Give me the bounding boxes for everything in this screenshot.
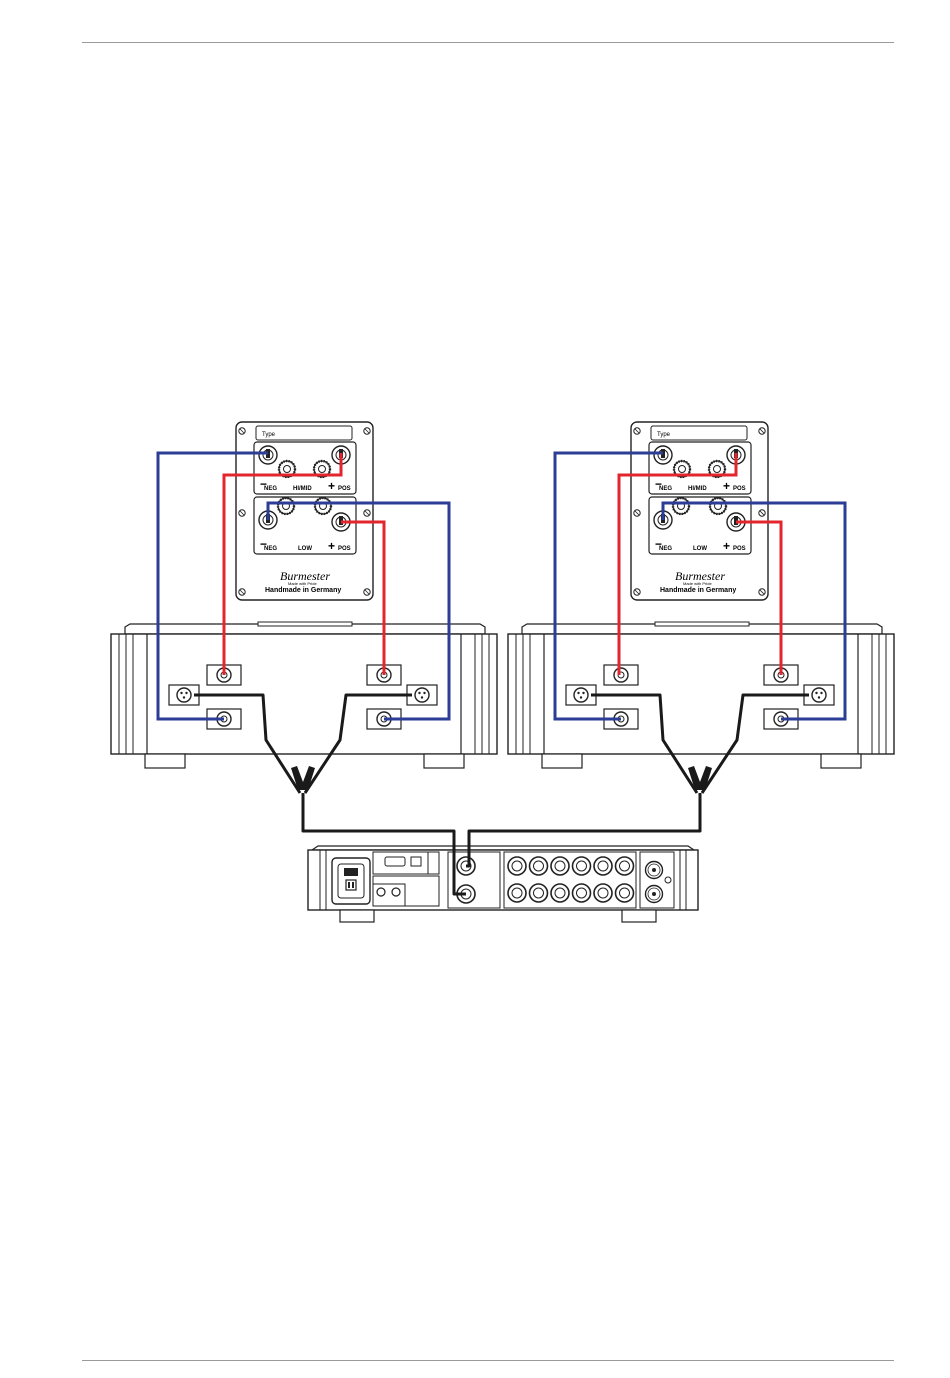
lower-name-label: LOW: [298, 546, 312, 552]
strap-knob-icon: [710, 498, 726, 514]
plate-label: Type: [262, 432, 276, 438]
speaker-terminal-plate-left: Type NEG HI/MID POS − + NEG LOW POS − + …: [236, 422, 373, 600]
upper-pos-label: POS: [733, 486, 746, 492]
rca-jack-icon: [646, 886, 663, 903]
lower-pos-label: POS: [338, 546, 351, 552]
svg-text:+: +: [723, 539, 730, 553]
svg-text:−: −: [655, 477, 662, 491]
strap-knob-icon: [315, 498, 331, 514]
svg-text:+: +: [328, 479, 335, 493]
svg-text:−: −: [260, 477, 267, 491]
power-amplifier-left: [111, 622, 497, 768]
preamplifier-rear-panel: [308, 846, 698, 922]
svg-text:−: −: [655, 537, 662, 551]
lower-pos-label: POS: [733, 546, 746, 552]
strap-knob-icon: [673, 498, 689, 514]
upper-name-label: HI/MID: [688, 486, 707, 492]
strap-knob-icon: [278, 498, 294, 514]
handmade-label: Handmade in Germany: [660, 587, 736, 594]
plate-label: Type: [657, 432, 671, 438]
svg-text:+: +: [723, 479, 730, 493]
upper-name-label: HI/MID: [293, 486, 312, 492]
binding-post-icon: [604, 665, 638, 685]
lower-name-label: LOW: [693, 546, 707, 552]
svg-text:−: −: [260, 537, 267, 551]
speaker-terminal-plate-right: Type NEG HI/MID POS − + NEG LOW POS − + …: [631, 422, 768, 600]
handmade-label: Handmade in Germany: [265, 587, 341, 594]
svg-text:+: +: [328, 539, 335, 553]
binding-post-icon: [259, 446, 277, 464]
brand-line: Made with Pride: [683, 581, 712, 586]
rca-jack-icon: [646, 862, 663, 879]
power-amplifier-right: [508, 622, 894, 768]
upper-pos-label: POS: [338, 486, 351, 492]
iec-power-inlet-icon: [332, 858, 370, 904]
binding-post-icon: [654, 446, 672, 464]
brand-line: Made with Pride: [288, 581, 317, 586]
